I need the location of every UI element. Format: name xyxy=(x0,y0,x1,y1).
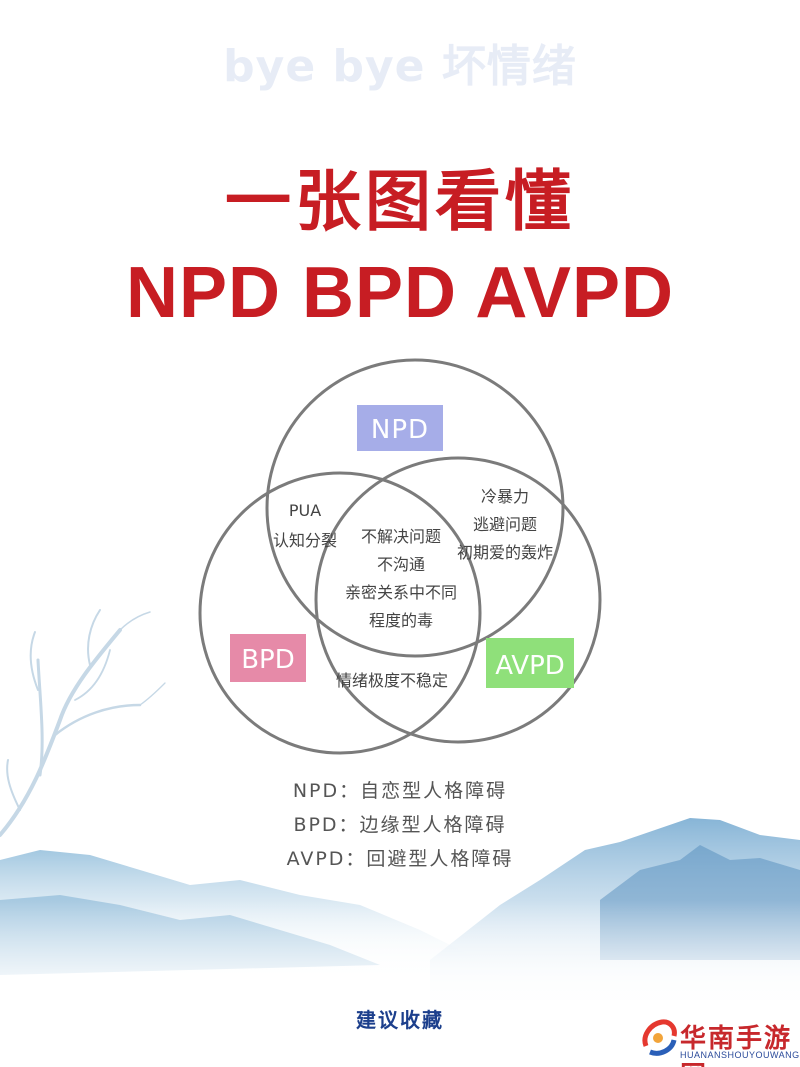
npd-avpd-text: 逃避问题 xyxy=(473,515,537,534)
avpd-label-box xyxy=(486,638,574,688)
bpd-circle xyxy=(198,471,482,755)
npd-circle xyxy=(265,358,565,658)
logo-subtitle: HUANANSHOUYOUWANG xyxy=(680,1050,800,1060)
bpd-avpd-text: 情绪极度不稳定 xyxy=(336,671,448,690)
save-tip: 建议收藏 xyxy=(356,1008,444,1032)
logo-name: 华南手游网 xyxy=(680,1024,793,1067)
avpd-label: AVPD xyxy=(495,651,565,681)
npd-label: NPD xyxy=(371,415,429,445)
page-title: 一张图看懂 xyxy=(225,163,575,240)
npd-label-box xyxy=(357,405,443,451)
bpd-label: BPD xyxy=(241,645,295,675)
npd-bpd-text: PUA xyxy=(289,501,321,520)
definition-npd: NPD：自恋型人格障碍 xyxy=(292,780,508,802)
page-subtitle: NPD BPD AVPD xyxy=(125,253,675,333)
bpd-label-box xyxy=(230,634,306,682)
watermark-text: bye bye 坏情绪 xyxy=(223,41,577,92)
definition-avpd: AVPD：回避型人格障碍 xyxy=(286,848,514,870)
definition-bpd: BPD：边缘型人格障碍 xyxy=(293,814,507,836)
avpd-circle xyxy=(314,456,602,744)
logo-icon xyxy=(642,1019,677,1056)
center-text: 程度的毒 xyxy=(369,611,433,630)
center-text: 不解决问题 xyxy=(361,527,441,546)
npd-bpd-text: 认知分裂 xyxy=(273,531,337,550)
npd-avpd-text: 冷暴力 xyxy=(481,487,529,506)
center-text: 亲密关系中不同 xyxy=(345,583,457,602)
center-text: 不沟通 xyxy=(377,555,425,574)
npd-avpd-text: 初期爱的轰炸 xyxy=(457,543,553,562)
